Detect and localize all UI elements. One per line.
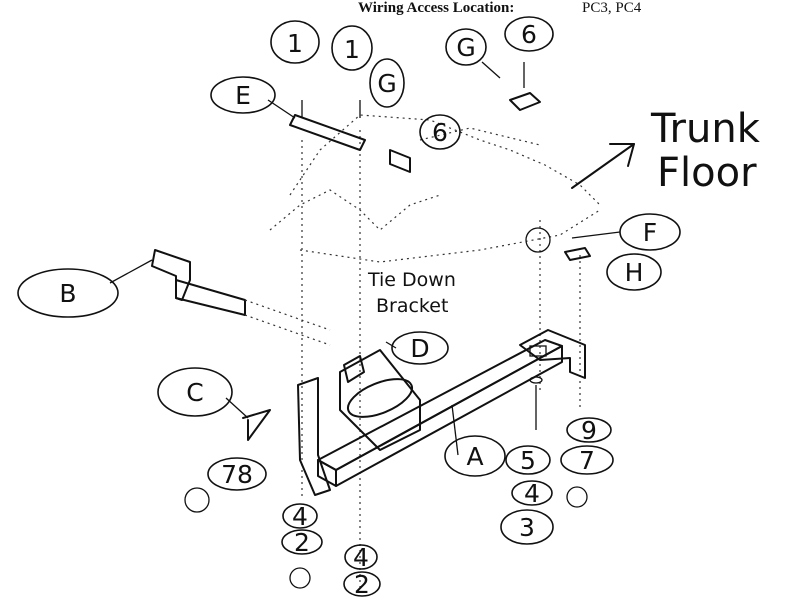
callout-2-left-a xyxy=(281,529,323,555)
svg-text:6: 6 xyxy=(521,20,537,49)
callout-g-right xyxy=(445,28,487,66)
callout-7-right xyxy=(560,445,614,475)
callout-4-right xyxy=(511,480,553,506)
callout-5 xyxy=(505,445,551,475)
svg-text:2: 2 xyxy=(354,570,370,599)
callout-h xyxy=(606,253,662,291)
svg-text:E: E xyxy=(235,81,251,110)
callout-b xyxy=(17,268,119,318)
svg-text:7: 7 xyxy=(579,446,595,475)
callout-c xyxy=(157,367,233,417)
svg-text:G: G xyxy=(377,69,396,98)
hardware-pieces xyxy=(184,62,591,589)
callout-6-top xyxy=(504,16,554,52)
tie-down-loop xyxy=(346,378,414,418)
svg-text:A: A xyxy=(466,442,483,471)
callout-2-left-b xyxy=(343,571,381,597)
header-label: Wiring Access Location: xyxy=(358,0,514,16)
svg-text:3: 3 xyxy=(519,513,535,542)
callout-f xyxy=(619,213,681,251)
trunk-floor-arrow xyxy=(571,143,635,189)
trunk-floor-text-2: Floor xyxy=(657,150,757,196)
svg-text:4: 4 xyxy=(292,502,308,531)
svg-text:C: C xyxy=(186,378,203,407)
svg-text:F: F xyxy=(643,218,657,247)
svg-text:78: 78 xyxy=(221,460,253,489)
svg-text:5: 5 xyxy=(520,446,536,475)
callout-9 xyxy=(566,417,612,443)
svg-text:6: 6 xyxy=(432,118,448,147)
svg-text:9: 9 xyxy=(581,416,597,445)
svg-text:1: 1 xyxy=(287,29,303,58)
svg-text:1: 1 xyxy=(344,35,360,64)
callout-g-left xyxy=(369,58,405,108)
callout-a xyxy=(444,435,506,477)
callout-6-mid xyxy=(419,114,461,150)
svg-text:G: G xyxy=(456,33,475,62)
callout-1-left xyxy=(270,20,320,64)
svg-text:B: B xyxy=(59,279,76,308)
plate-e xyxy=(289,114,366,151)
tie-down-text-1: Tie Down xyxy=(367,269,456,291)
svg-text:2: 2 xyxy=(294,528,310,557)
callout-78 xyxy=(207,457,267,491)
svg-text:D: D xyxy=(410,334,429,363)
tie-down-text-2: Bracket xyxy=(376,295,448,317)
callout-d xyxy=(391,331,449,365)
callout-4-left-a xyxy=(282,503,318,529)
callout-3 xyxy=(500,509,554,545)
svg-text:4: 4 xyxy=(524,479,540,508)
callout-1-right xyxy=(331,25,373,71)
callout-e xyxy=(210,76,276,114)
side-bar-b xyxy=(151,249,331,346)
hitch-crossbar xyxy=(297,329,586,496)
svg-text:H: H xyxy=(625,258,644,287)
svg-text:4: 4 xyxy=(353,543,369,572)
callout-4-left-b xyxy=(344,544,378,570)
trunk-floor-text-1: Trunk xyxy=(650,106,761,152)
header-value: PC3, PC4 xyxy=(582,0,642,16)
